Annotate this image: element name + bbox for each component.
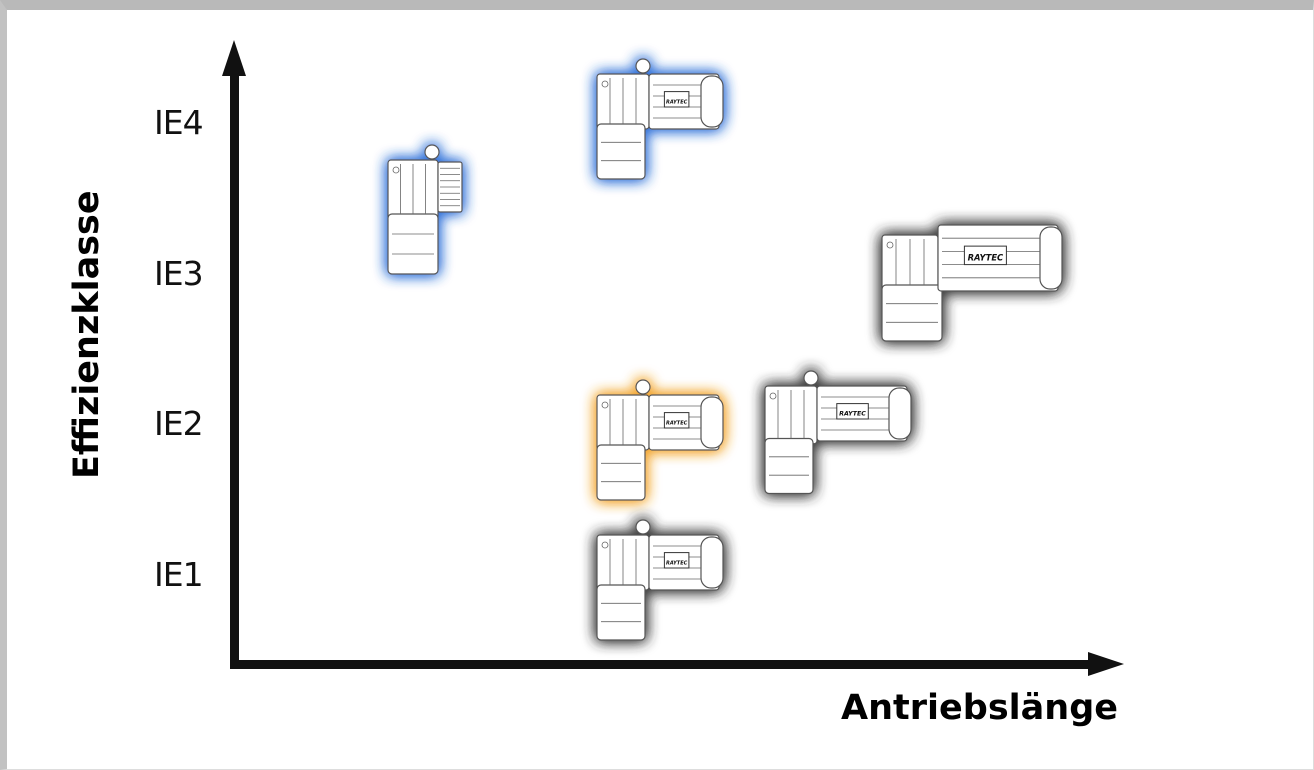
large-ie3-motor: RAYTEC	[881, 224, 1063, 342]
x-axis-title: Antriebslänge	[841, 688, 1118, 728]
y-axis-line	[230, 66, 239, 669]
medium-ie2-motor-highlighted: RAYTEC	[596, 379, 724, 501]
brand-plate-label: RAYTEC	[666, 561, 688, 567]
brand-plate-label: RAYTEC	[666, 100, 688, 106]
y-tick-ie3: IE3	[154, 254, 204, 293]
medium-ie4-motor: RAYTEC	[596, 58, 724, 180]
y-axis-title: Effizienzklasse	[67, 190, 107, 479]
medium-ie1-motor: RAYTEC	[596, 519, 724, 641]
y-tick-ie1: IE1	[154, 555, 204, 594]
brand-plate-label: RAYTEC	[839, 411, 866, 418]
brand-plate-label: RAYTEC	[666, 421, 688, 427]
y-tick-ie2: IE2	[154, 404, 204, 443]
y-tick-ie4: IE4	[154, 103, 204, 142]
y-axis-arrowhead	[222, 40, 246, 76]
compact-ie4-motor	[387, 144, 463, 275]
medium-large-ie2-motor: RAYTEC	[764, 370, 912, 495]
x-axis-line	[230, 660, 1100, 669]
x-axis-arrowhead	[1088, 652, 1124, 676]
brand-plate-label: RAYTEC	[968, 253, 1004, 263]
